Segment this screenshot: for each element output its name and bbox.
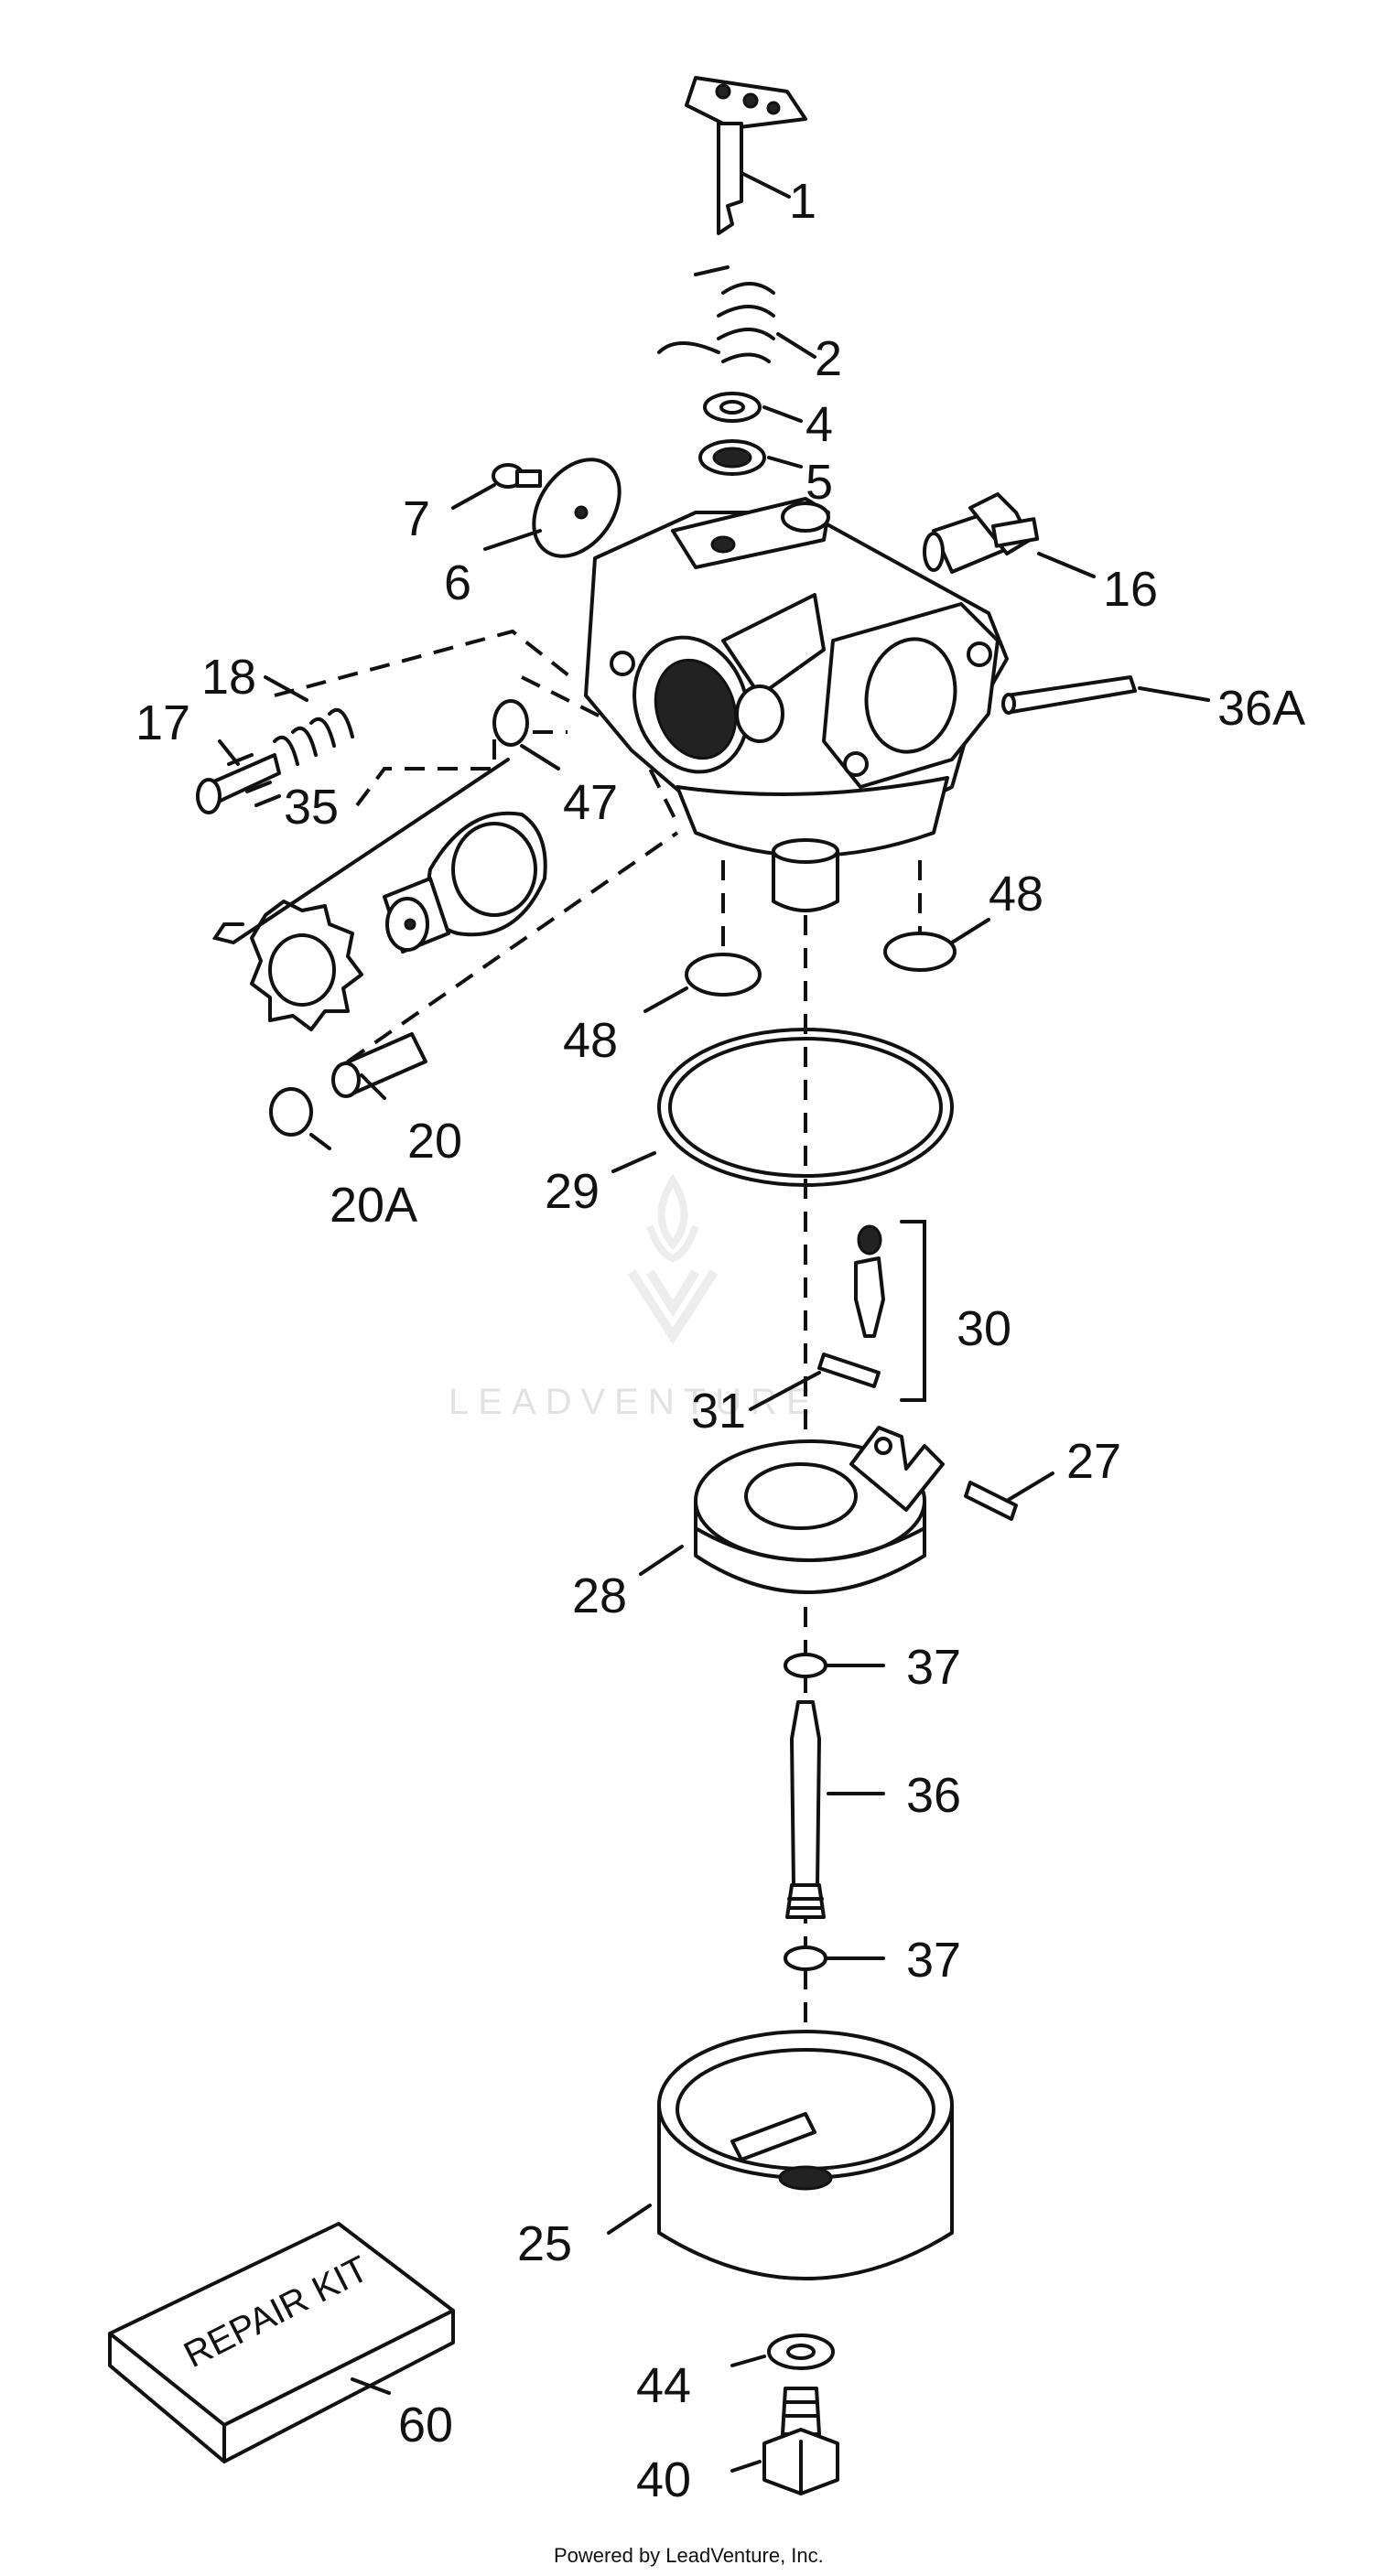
part-36A-pin bbox=[1001, 675, 1137, 715]
part-27-hinge-pin bbox=[964, 1481, 1018, 1521]
part-48-gasket-left bbox=[685, 953, 762, 997]
part-30-needle-valve bbox=[854, 1220, 926, 1402]
callout-6: 6 bbox=[444, 555, 471, 610]
callout-27: 27 bbox=[1066, 1434, 1121, 1489]
callout-35: 35 bbox=[284, 780, 339, 835]
part-2-spring bbox=[657, 265, 775, 363]
part-18-idle-spring bbox=[273, 707, 354, 766]
callout-29: 29 bbox=[545, 1164, 600, 1219]
part-37-washer-lower bbox=[784, 1945, 827, 1971]
callout-2: 2 bbox=[815, 331, 842, 386]
part-20-shaft bbox=[331, 1032, 427, 1098]
callout-16: 16 bbox=[1103, 562, 1158, 617]
part-31-float-clip bbox=[817, 1353, 881, 1388]
callout-7: 7 bbox=[403, 491, 430, 546]
callout-1: 1 bbox=[789, 174, 816, 229]
part-29-ring-gasket bbox=[657, 1028, 954, 1187]
part-25-float-bowl bbox=[657, 2030, 954, 2280]
callout-4: 4 bbox=[805, 397, 833, 452]
part-17-idle-screw bbox=[196, 753, 281, 814]
callout-25: 25 bbox=[517, 2216, 572, 2271]
callout-36A: 36A bbox=[1217, 681, 1305, 736]
part-44-gasket bbox=[767, 2333, 835, 2370]
callout-18: 18 bbox=[201, 650, 256, 705]
callout-31: 31 bbox=[691, 1384, 746, 1439]
part-7-screw bbox=[492, 463, 542, 489]
callout-44: 44 bbox=[636, 2358, 691, 2413]
part-28-float bbox=[694, 1426, 945, 1594]
part-48-gasket-right bbox=[883, 932, 957, 972]
part-36-main-nozzle bbox=[785, 1700, 826, 1919]
callout-28: 28 bbox=[572, 1568, 627, 1623]
callout-37-upper: 37 bbox=[906, 1640, 961, 1695]
part-35-primer bbox=[383, 811, 547, 954]
leader-lines bbox=[218, 172, 1210, 2473]
part-40-bowl-nut bbox=[762, 2387, 839, 2495]
callout-labels: 1 2 4 5 7 6 16 18 17 36A 35 47 48 48 20 … bbox=[135, 174, 1305, 2507]
callout-48-left: 48 bbox=[563, 1013, 618, 1068]
callout-60: 60 bbox=[398, 2398, 453, 2452]
callout-40: 40 bbox=[636, 2452, 691, 2507]
part-16-elbow-fitting bbox=[923, 492, 1040, 574]
watermark-text: LEADVENTURE bbox=[449, 1382, 820, 1422]
callout-5: 5 bbox=[805, 455, 833, 510]
part-20A-cap bbox=[269, 1087, 313, 1137]
part-37-washer-upper bbox=[784, 1653, 827, 1678]
callout-47: 47 bbox=[563, 775, 618, 830]
callout-17: 17 bbox=[135, 695, 190, 750]
callout-20A: 20A bbox=[330, 1178, 417, 1233]
part-1-throttle-shaft bbox=[685, 76, 807, 235]
part-60-repair-kit bbox=[108, 2222, 455, 2463]
callout-37-lower: 37 bbox=[906, 1933, 961, 1988]
part-35-retainer bbox=[250, 900, 363, 1031]
bracket-35 bbox=[211, 758, 510, 945]
part-47-o-ring bbox=[492, 699, 529, 747]
part-6-throttle-plate bbox=[532, 458, 622, 558]
part-4-washer bbox=[703, 392, 762, 423]
callout-36: 36 bbox=[906, 1768, 961, 1823]
watermark-logo bbox=[627, 1173, 719, 1345]
footer-credit: Powered by LeadVenture, Inc. bbox=[554, 2544, 824, 2567]
carburetor-body bbox=[584, 497, 1009, 912]
part-5-seal bbox=[698, 439, 766, 476]
callout-48-right: 48 bbox=[989, 867, 1043, 922]
callout-30: 30 bbox=[957, 1301, 1011, 1356]
callout-20: 20 bbox=[407, 1114, 462, 1169]
